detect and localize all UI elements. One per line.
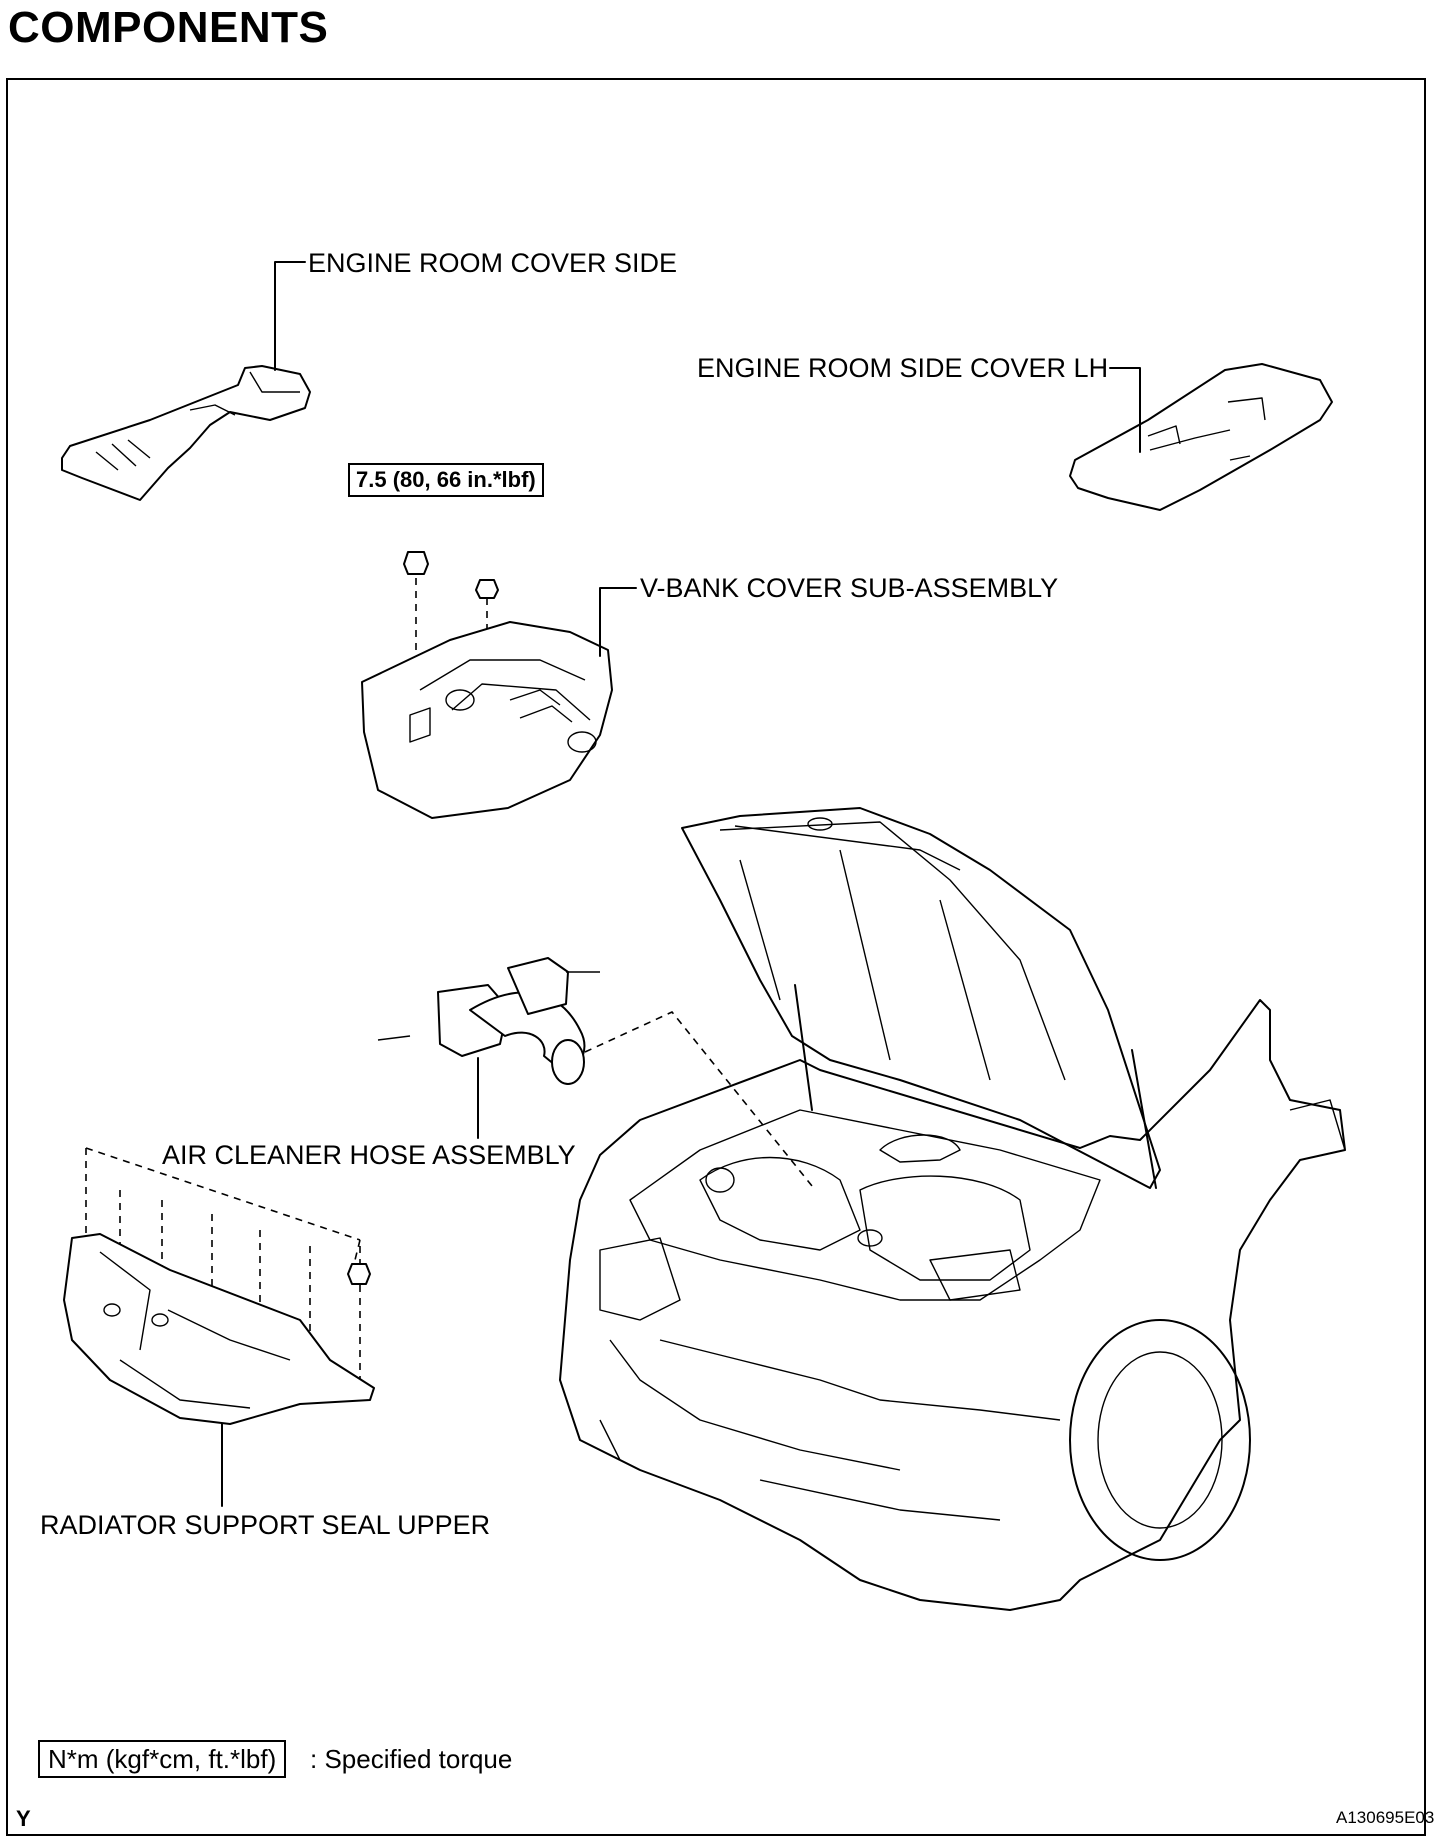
v-bank-nut-right-icon <box>475 579 499 599</box>
v-bank-cover-part <box>361 551 637 819</box>
legend-torque-unit: N*m (kgf*cm, ft.*lbf) <box>38 1740 287 1778</box>
label-radiator-support-seal: RADIATOR SUPPORT SEAL UPPER <box>40 1510 491 1540</box>
corner-mark-left: Y <box>16 1806 31 1831</box>
engine-room-cover-side-part <box>61 261 311 501</box>
diagram-frame <box>6 78 1426 1836</box>
label-engine-room-side-cover-lh: ENGINE ROOM SIDE COVER LH <box>697 353 1109 383</box>
torque-value-v-bank-nut: 7.5 (80, 66 in.*lbf) <box>348 463 544 497</box>
vehicle-open-hood-illustration <box>559 807 1346 1611</box>
seal-clip-icon <box>347 1263 371 1285</box>
legend-torque-text: : Specified torque <box>310 1744 513 1774</box>
v-bank-nut-left-icon <box>403 551 429 575</box>
radiator-support-seal-part <box>63 1147 375 1507</box>
label-engine-room-cover-side: ENGINE ROOM COVER SIDE <box>308 248 678 278</box>
label-v-bank-cover: V-BANK COVER SUB-ASSEMBLY <box>640 573 1059 603</box>
air-cleaner-hose-part <box>377 957 813 1187</box>
engine-room-side-cover-lh-part <box>1069 363 1333 511</box>
page-title: COMPONENTS <box>8 3 329 52</box>
label-air-cleaner-hose: AIR CLEANER HOSE ASSEMBLY <box>162 1140 576 1170</box>
figure-id: A130695E03 <box>1336 1808 1435 1827</box>
